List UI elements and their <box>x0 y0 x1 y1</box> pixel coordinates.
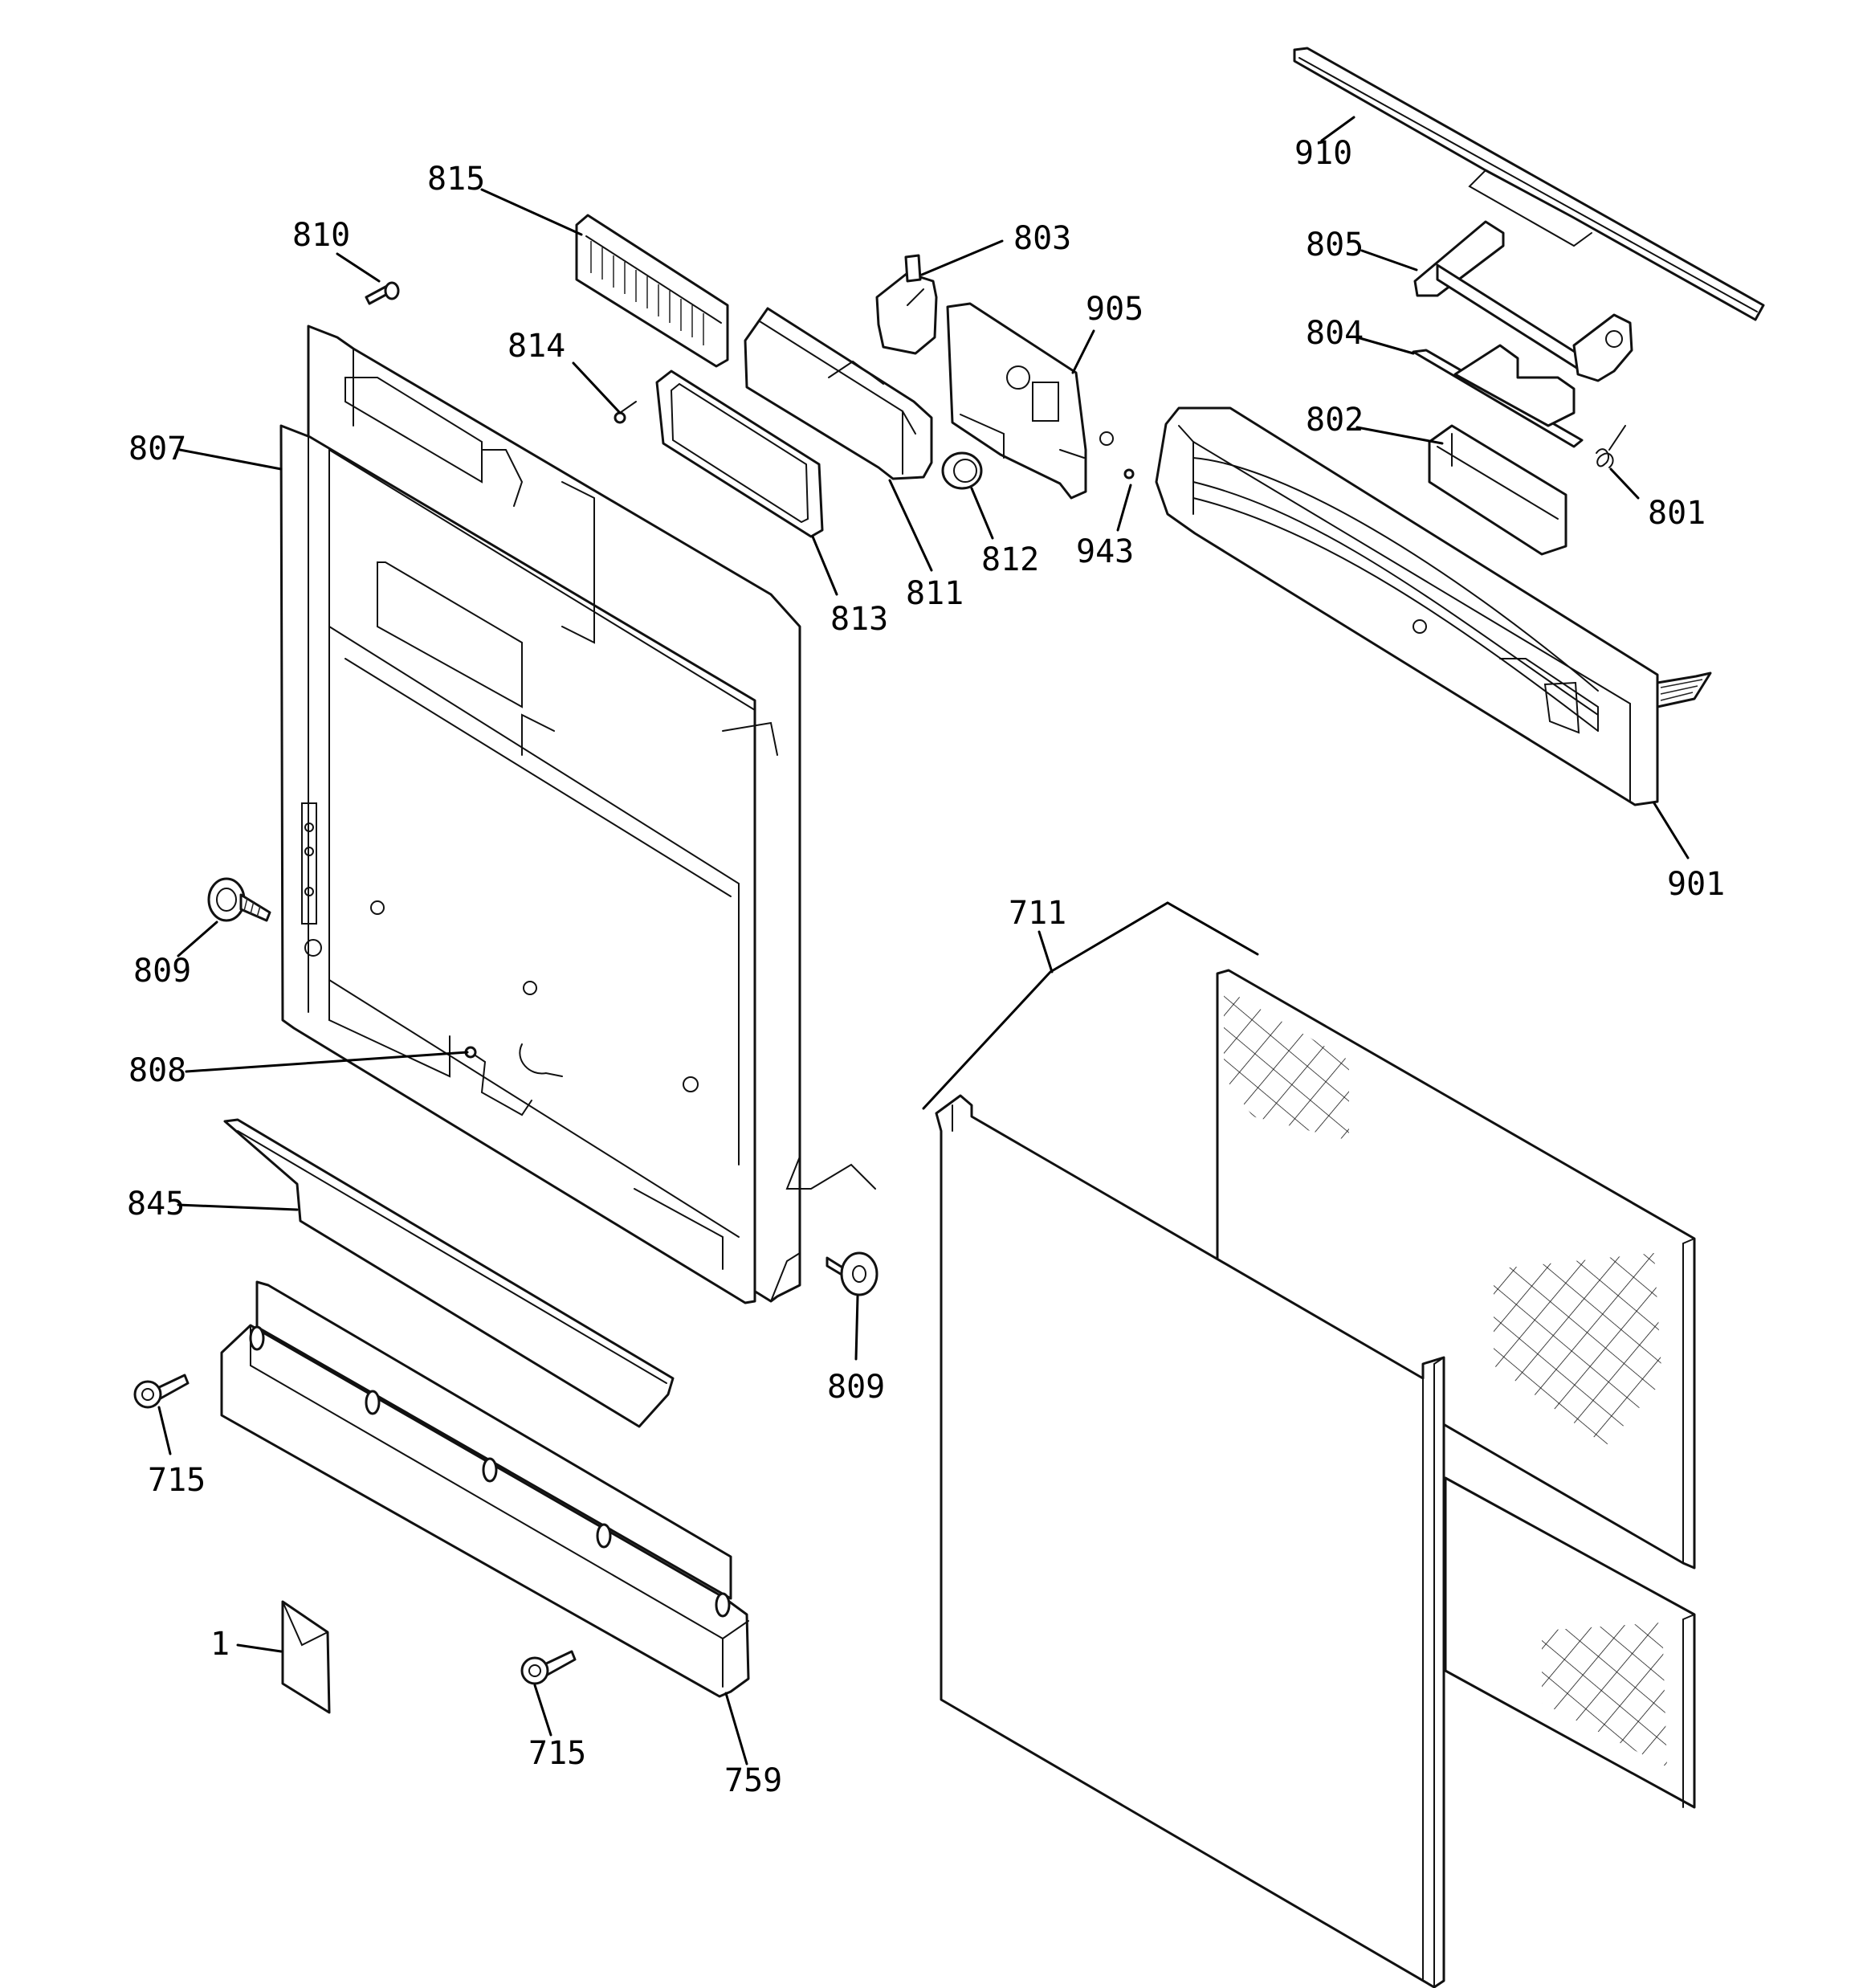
callout-810: 810 <box>292 217 350 254</box>
leader-lines <box>157 116 1690 1766</box>
part-811-dispenser-housing <box>744 307 933 480</box>
callout-809-left: 809 <box>133 953 191 990</box>
callout-943: 943 <box>1076 533 1134 570</box>
part-801-spring <box>1596 425 1626 468</box>
callout-905: 905 <box>1086 291 1143 328</box>
part-804-rod <box>1412 344 1584 448</box>
callout-813: 813 <box>830 601 888 638</box>
callout-801: 801 <box>1648 495 1706 532</box>
part-943-screw <box>1123 468 1135 480</box>
part-815-vent <box>575 214 729 368</box>
part-812-knob <box>941 451 983 490</box>
part-715-screw-left <box>133 1374 190 1409</box>
callout-845: 845 <box>127 1186 185 1223</box>
callout-labels: 910 815 810 803 905 805 804 814 802 807 … <box>127 135 1725 1799</box>
part-803-switch <box>875 254 938 355</box>
callout-808: 808 <box>128 1052 186 1089</box>
part-1-literature <box>281 1600 331 1714</box>
part-809-screw-left <box>207 877 271 922</box>
callout-804: 804 <box>1306 315 1364 352</box>
part-805-bracket <box>1413 220 1633 382</box>
callout-805: 805 <box>1306 227 1364 263</box>
callout-759: 759 <box>724 1762 782 1799</box>
callout-711: 711 <box>1009 895 1066 932</box>
part-715-screw-bottom <box>520 1650 577 1685</box>
part-813-gasket <box>655 369 824 538</box>
part-810-screw <box>365 281 400 305</box>
callout-715-left: 715 <box>148 1462 206 1499</box>
callout-814: 814 <box>508 328 565 365</box>
callout-811: 811 <box>906 575 964 612</box>
callout-815: 815 <box>427 161 485 198</box>
callout-807: 807 <box>128 431 186 467</box>
part-910-trim-strip <box>1293 47 1765 321</box>
part-807-door-panel <box>279 325 876 1304</box>
part-905-control-board <box>946 302 1114 500</box>
callout-715-bottom: 715 <box>528 1735 586 1772</box>
callout-803: 803 <box>1013 220 1071 257</box>
part-901-control-console <box>1155 406 1712 806</box>
callout-901: 901 <box>1667 866 1725 903</box>
part-808-clip <box>464 1046 532 1116</box>
callout-802: 802 <box>1306 402 1364 439</box>
part-845-bottom-trim <box>223 1118 675 1428</box>
callout-910: 910 <box>1294 135 1352 172</box>
callout-1: 1 <box>210 1626 230 1663</box>
callout-809-right: 809 <box>827 1369 885 1406</box>
callout-812: 812 <box>981 541 1039 578</box>
part-809-screw-right <box>826 1251 879 1296</box>
part-759-kick-panel <box>220 1280 750 1698</box>
part-711-outer-door-panels <box>935 969 1696 1988</box>
part-802-latch <box>1428 424 1567 556</box>
